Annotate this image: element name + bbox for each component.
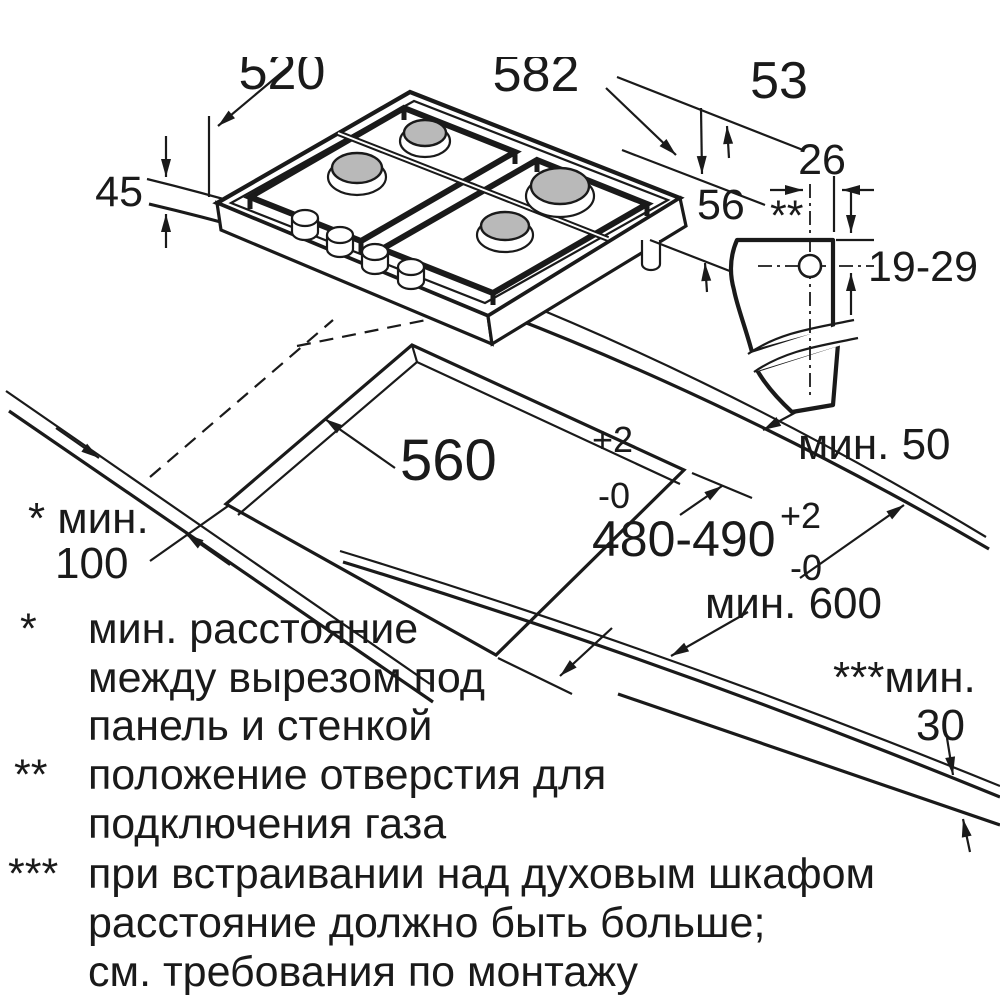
burner-front-right — [475, 210, 535, 254]
control-knobs — [290, 208, 426, 291]
burner-cap — [479, 210, 531, 242]
footnote-3-line-3: см. требования по монтажу — [88, 948, 639, 996]
min-depth-value: мин. 600 — [705, 579, 882, 628]
min-oven-value: 30 — [916, 701, 965, 750]
projection-dashed-line-2 — [296, 316, 437, 348]
footnote-2-line-2: подключения газа — [88, 800, 446, 848]
min-side-arrow-2 — [185, 533, 231, 566]
break-curve-1 — [747, 318, 855, 355]
knob-1 — [290, 208, 320, 242]
cutout-depth-arrow-upper — [679, 485, 723, 516]
burner-cap — [529, 166, 591, 206]
knob-2 — [325, 225, 355, 259]
dim-582-leader — [605, 87, 677, 156]
dim-26-value: 26 — [798, 136, 846, 184]
countertop-front-edge-line — [342, 560, 1000, 799]
dim-56-arrow-up — [701, 262, 712, 293]
dim-56-ext-lower — [649, 238, 741, 277]
dim-53-ext-upper — [616, 75, 804, 152]
burner-cap — [402, 118, 448, 148]
footnote-1-line-1: мин. расстояние — [88, 605, 418, 653]
dim-53-ext-lower — [621, 148, 766, 207]
min-oven-arrow-down — [945, 737, 956, 776]
footnote-1-line-3: панель и стенкой — [88, 702, 432, 750]
cutout-width-value: 560 — [400, 428, 497, 493]
dimension-gas-offset: 26 ** — [770, 136, 874, 240]
dim-520-value: 520 — [239, 43, 326, 101]
min-depth-arrow-up — [799, 504, 905, 579]
dimension-min-rear-clearance: мин. 50 — [762, 409, 951, 469]
cutout-width-leader — [324, 418, 396, 469]
min-side-label: * мин. — [28, 494, 149, 543]
burner-back-left — [398, 118, 452, 159]
footnote-3-line-1: при встраивании над духовым шкафом — [88, 850, 875, 898]
dim-45-value: 45 — [95, 168, 143, 216]
footnote-2-line-1: положение отверстия для — [88, 751, 606, 799]
gas-marker-stars: ** — [770, 192, 804, 240]
gas-hole — [797, 253, 823, 279]
wall-edge-line — [8, 409, 434, 704]
footnote-3-line-2: расстояние должно быть больше; — [88, 899, 765, 947]
dim-56-value: 56 — [697, 181, 745, 229]
dimension-hob-height: 45 — [95, 136, 171, 248]
knob-3 — [360, 242, 390, 276]
oven-top-edge-line — [617, 692, 1000, 827]
projection-dashed-line-1 — [149, 319, 334, 478]
worktop-cutout — [223, 343, 687, 657]
footnote-1-line-2: между вырезом под — [88, 654, 485, 702]
dim-582-value: 582 — [493, 45, 580, 103]
min-depth-arrow-down — [670, 611, 749, 657]
min-side-arrow-1 — [55, 427, 100, 459]
min-oven-label: ***мин. — [833, 653, 976, 702]
dim-53-arrow-up — [723, 125, 734, 159]
gas-connection-detail: 26 ** 19-29 — [728, 136, 978, 415]
break-curve-2 — [753, 336, 859, 373]
burner-back-right — [524, 166, 596, 219]
dimension-cutout-depth: 480-490 +2 -0 — [497, 471, 822, 695]
countertop-front-edge-top-line — [339, 549, 1000, 788]
burner-front-left — [326, 151, 388, 197]
gas-bracket-lower — [754, 341, 841, 415]
cutout-width-tol-plus: +2 — [592, 419, 633, 460]
cutout-outline — [223, 343, 687, 657]
dimension-min-counter-depth: мин. 600 — [670, 504, 905, 657]
dimension-cutout-width: 560 +2 -0 — [324, 418, 633, 516]
cutout-corner-tick — [410, 344, 419, 363]
min-rear-value: мин. 50 — [798, 420, 951, 469]
hob-right-face — [486, 195, 688, 347]
dimension-min-side-clearance: * мин. 100 — [28, 427, 231, 588]
cutout-depth-ext-lower — [497, 657, 573, 695]
dim-56-arrow-down — [696, 107, 707, 175]
hob-dimensions: 56 45 520 582 53 — [95, 43, 808, 293]
knob-4 — [396, 257, 426, 291]
hob-isometric-drawing — [212, 89, 688, 347]
dimension-gas-depth: 19-29 — [836, 190, 978, 315]
footnote-1-marker: * — [20, 605, 37, 653]
dim-520-leader — [217, 63, 293, 127]
burners — [326, 118, 596, 254]
min-side-value: 100 — [55, 539, 128, 588]
dim-1929-value: 19-29 — [868, 243, 978, 291]
footnotes: * мин. расстояние между вырезом под пане… — [8, 605, 875, 996]
cutout-depth-arrow-lower — [559, 627, 613, 677]
cutout-depth-ext-upper — [691, 471, 753, 500]
countertop-drawing: 560 +2 -0 480-490 +2 -0 мин. 50 * мин. 1… — [5, 177, 1000, 853]
dim-53-value: 53 — [750, 52, 808, 110]
cutout-depth-value: 480-490 — [592, 511, 776, 567]
burner-cap — [330, 151, 384, 185]
footnote-2-marker: ** — [14, 751, 48, 799]
cutout-width-tol-minus: -0 — [598, 475, 630, 516]
wall-edge-top-line — [5, 390, 431, 685]
min-oven-arrow-up — [961, 818, 972, 853]
footnote-3-marker: *** — [8, 850, 58, 898]
dimension-min-oven-clearance: ***мин. 30 — [833, 653, 976, 853]
top-clipped-dimensions: 520 582 53 — [239, 43, 808, 110]
cutout-depth-tol-plus: +2 — [780, 495, 821, 536]
min-side-ext-line — [149, 505, 229, 562]
hob-foot — [640, 240, 662, 272]
